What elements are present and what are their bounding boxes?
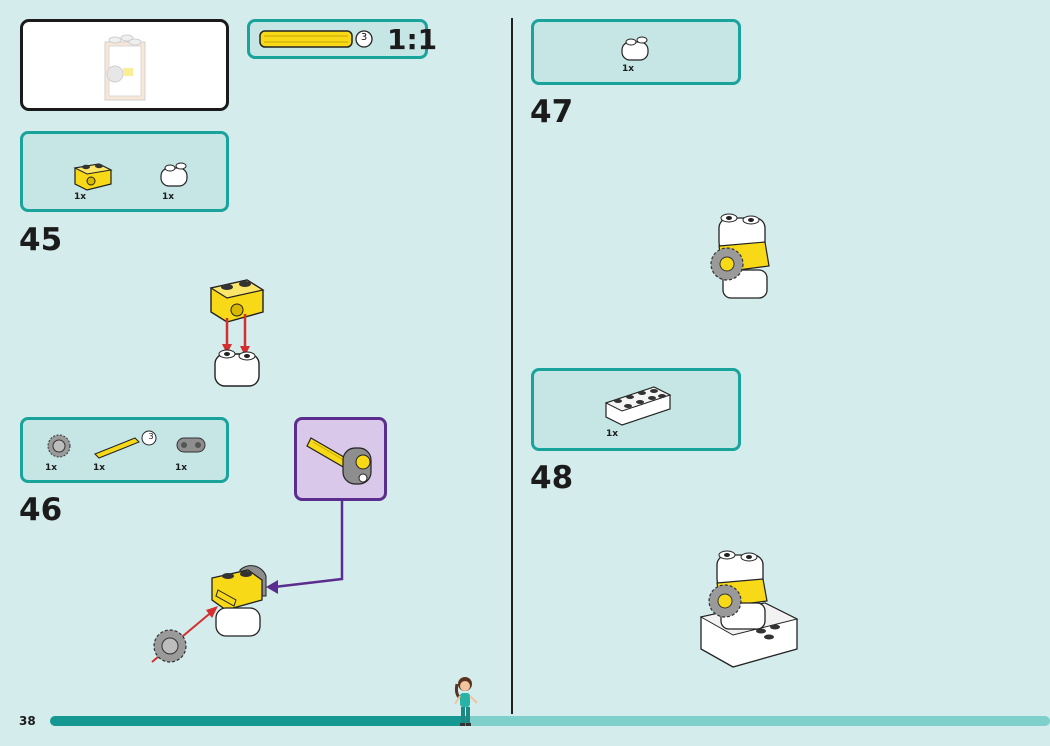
scale-box: 3 1:1: [247, 19, 437, 59]
white-round-brick-icon: [160, 162, 188, 187]
yellow-technic-brick-icon: [73, 163, 113, 191]
step-number-45: 45: [19, 222, 63, 258]
part-qty: 1x: [45, 463, 58, 473]
part-qty: 1x: [93, 463, 106, 473]
step-number-47: 47: [530, 94, 574, 130]
part-qty: 1x: [162, 192, 175, 202]
subassembly-callout: [294, 417, 387, 501]
parts-box-step-47: 1x: [531, 19, 741, 85]
gray-gear-icon: [47, 434, 71, 458]
step-45-assembly-illustration: [209, 279, 265, 387]
parts-box-step-45: 1x 1x: [20, 131, 229, 212]
preview-box: [20, 19, 229, 111]
white-round-brick-icon: [621, 36, 649, 61]
gray-axle-connector-icon: [176, 437, 206, 453]
page-number: 38: [19, 714, 36, 728]
character-figure-icon: [454, 677, 478, 726]
progress-fill: [50, 716, 470, 726]
part-qty: 1x: [606, 429, 619, 439]
step-48-assembly-illustration: [699, 550, 799, 668]
step-number-46: 46: [19, 492, 63, 528]
preview-model-illustration: [104, 34, 146, 101]
scale-badge: 3: [360, 32, 368, 43]
scale-ratio: 1:1: [387, 23, 438, 56]
axle-scale-icon: [259, 30, 373, 48]
yellow-axle-icon: [94, 430, 157, 459]
axle-connector-subassembly-illustration: [306, 437, 372, 485]
page-divider: [511, 18, 513, 714]
progress-track: [50, 716, 1050, 726]
callout-pointer-arrow: [266, 501, 344, 594]
part-qty: 1x: [622, 64, 635, 74]
white-brick-2x4-icon: [604, 386, 672, 426]
step-number-48: 48: [530, 460, 574, 496]
part-qty: 1x: [74, 192, 87, 202]
step-46-assembly-illustration: [151, 565, 267, 663]
parts-box-step-48: 1x: [531, 368, 741, 451]
step-47-assembly-illustration: [710, 213, 770, 299]
parts-box-step-46: 1x 3 1x 1x: [20, 417, 229, 483]
axle-length-badge: 3: [148, 432, 154, 441]
part-qty: 1x: [175, 463, 188, 473]
